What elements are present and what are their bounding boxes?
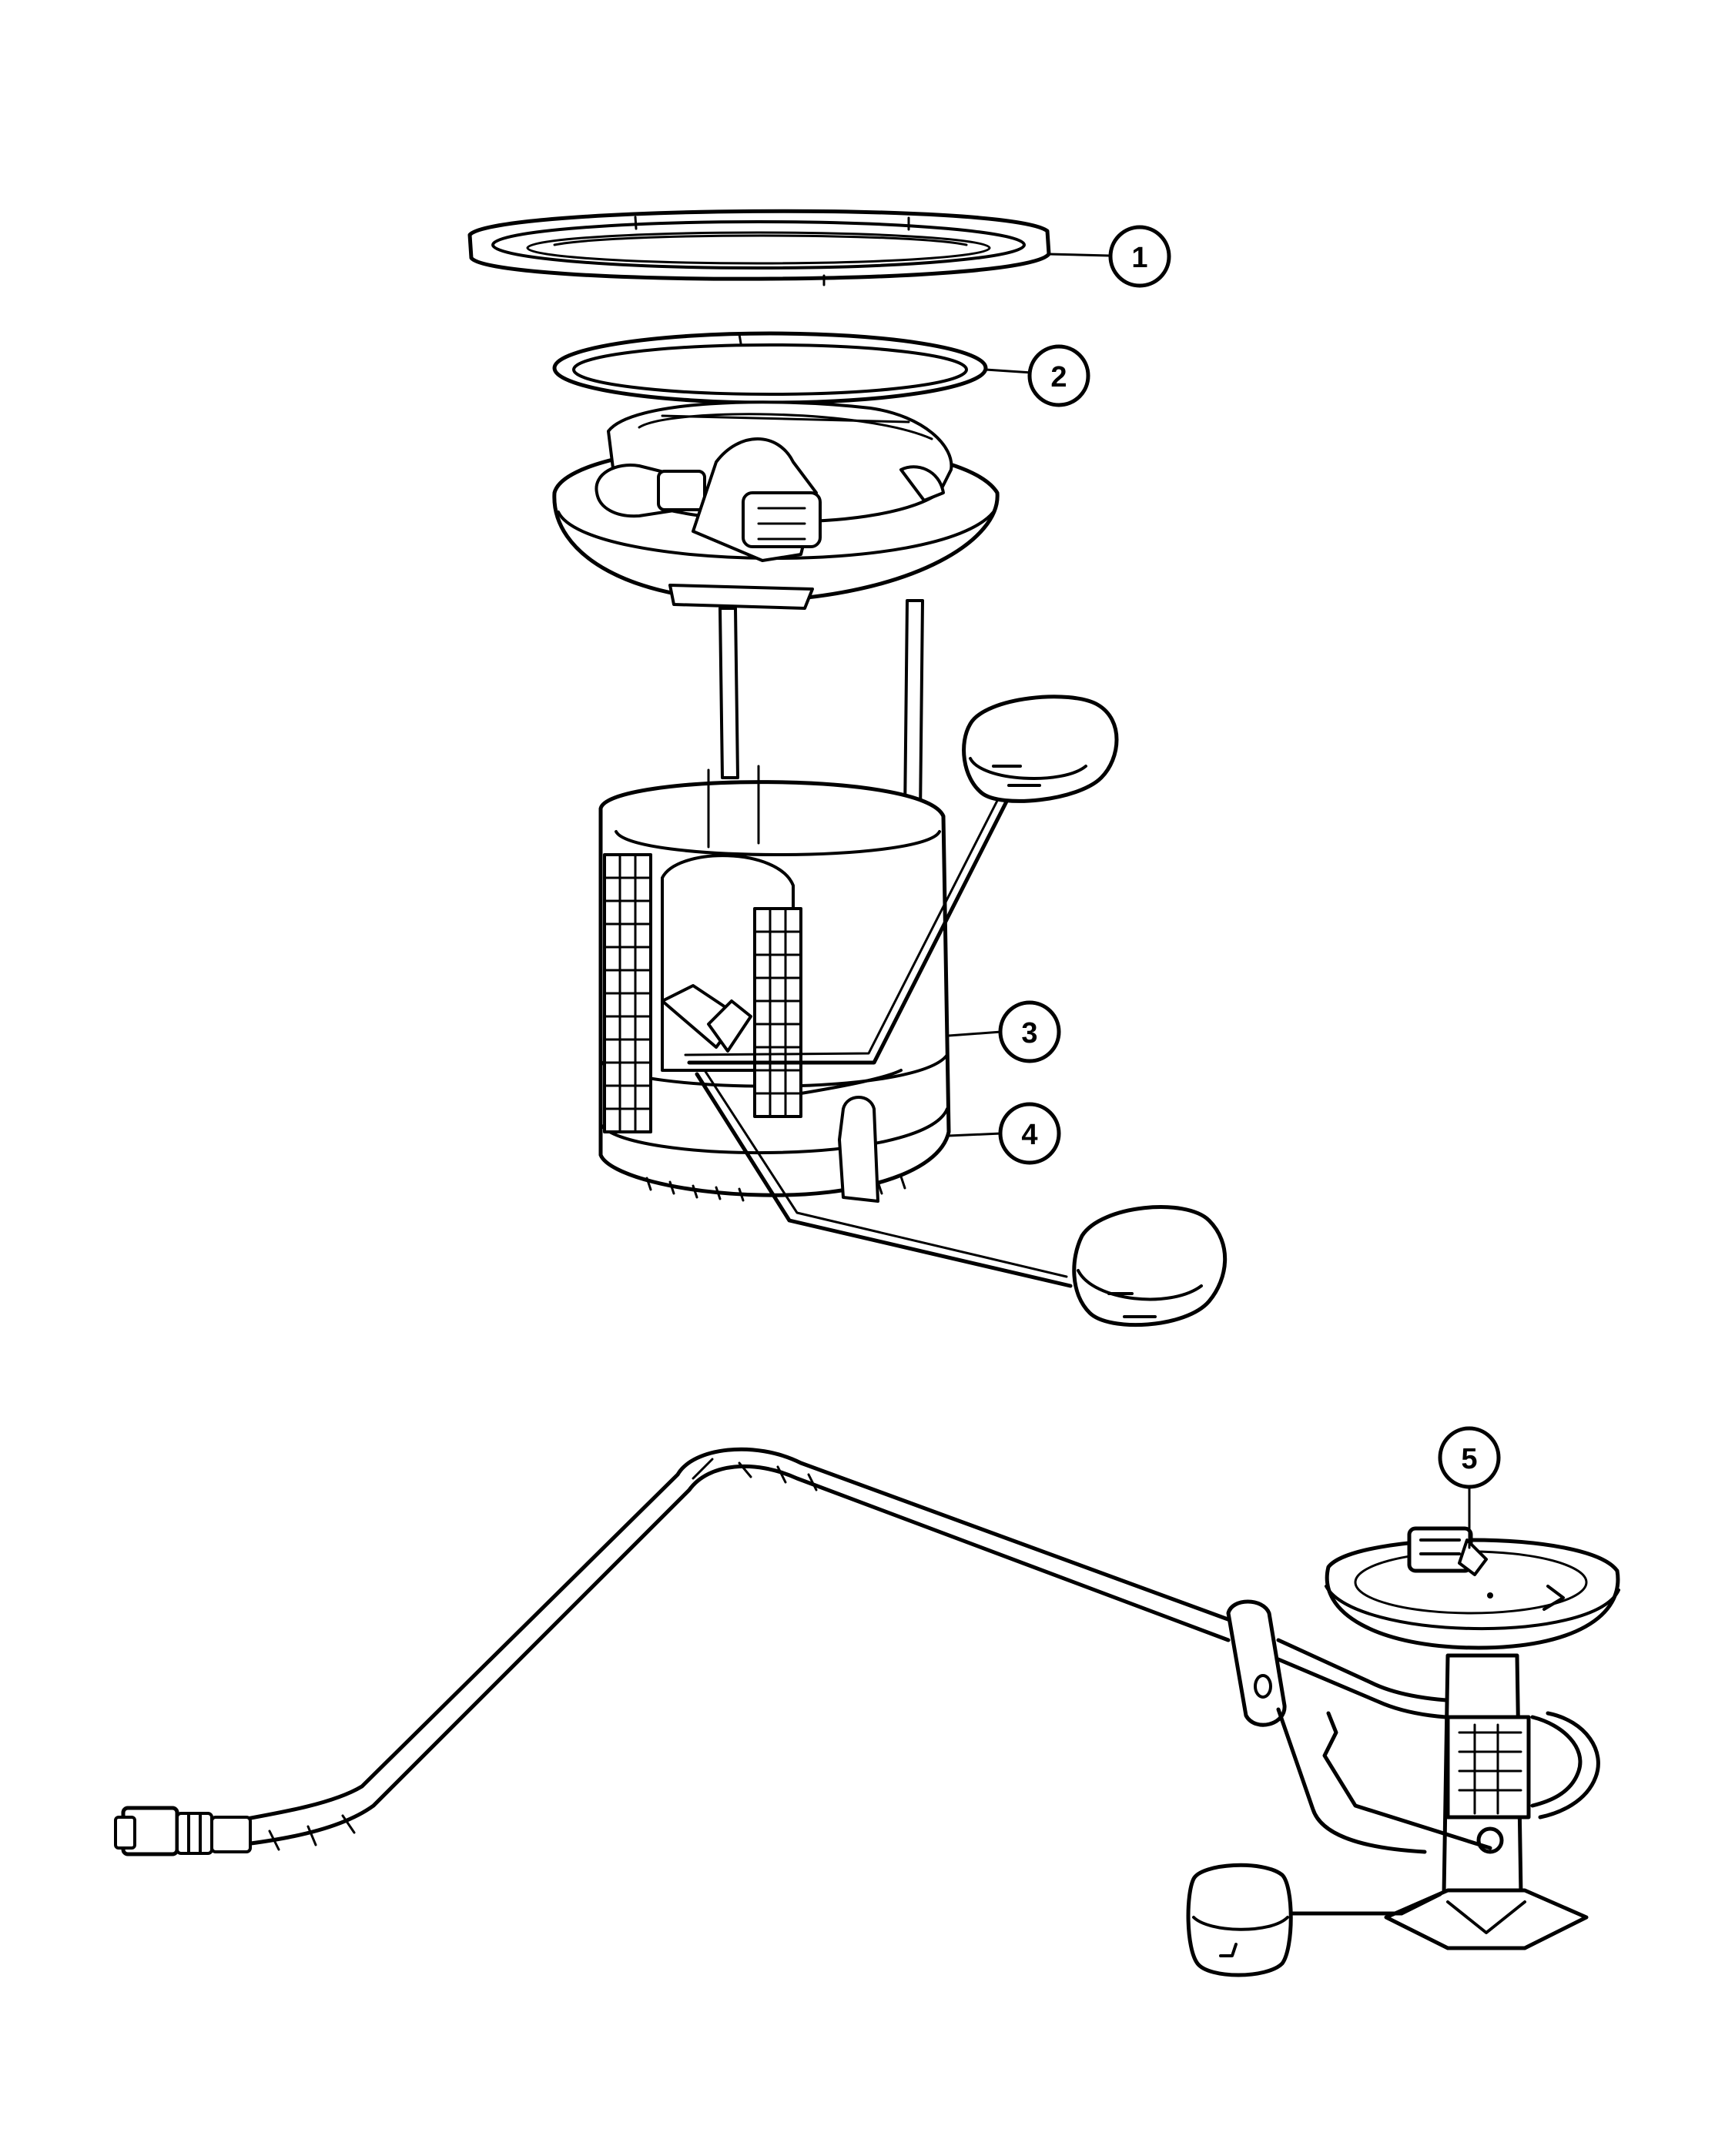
in-line-filter (1226, 1599, 1427, 1854)
wiring-harness (171, 1447, 1600, 1854)
callout-number: 1 (1131, 242, 1147, 274)
filter-comb-right (753, 907, 802, 1118)
fuel-level-sender (1186, 1526, 1620, 1977)
callout-number: 4 (1021, 1119, 1037, 1151)
callout-2: 2 (1027, 344, 1090, 407)
callout-number: 3 (1021, 1017, 1037, 1050)
callout-1: 1 (1108, 225, 1171, 288)
gasket-seal (552, 331, 988, 405)
callout-number: 5 (1461, 1443, 1477, 1475)
filter-comb-left (603, 853, 652, 1133)
callout-5: 5 (1438, 1426, 1501, 1489)
fuel-level-float-upper (684, 695, 1119, 1065)
fuel-level-float-lower (695, 1069, 1228, 1327)
callout-4: 4 (998, 1102, 1061, 1165)
harness-connector (114, 1806, 252, 1856)
lock-ring (467, 209, 1051, 286)
fuel-pump-module (552, 400, 1000, 1203)
leader-lines (947, 253, 1471, 1549)
callout-3: 3 (998, 1000, 1061, 1063)
callout-number: 2 (1050, 361, 1067, 393)
